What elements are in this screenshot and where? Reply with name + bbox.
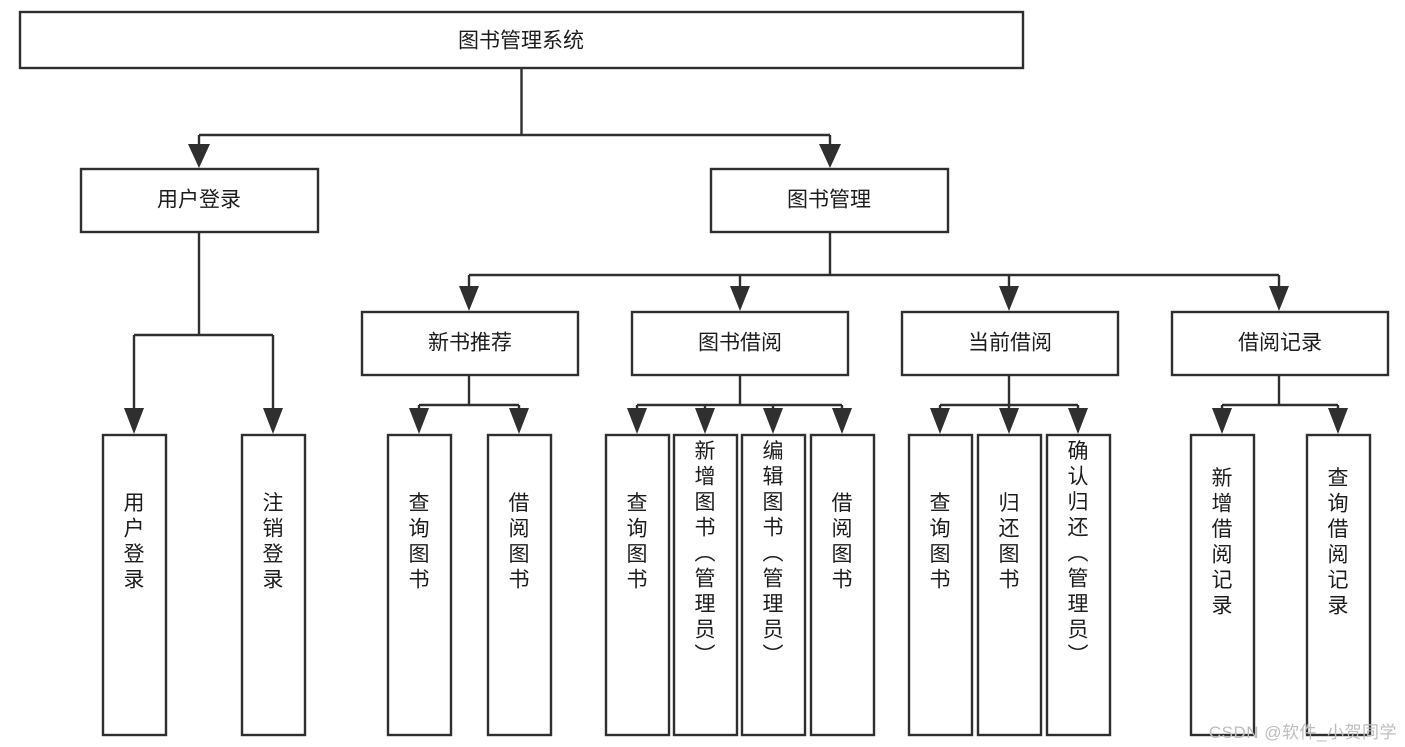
arrow-head-icon xyxy=(409,408,429,434)
node-label-leaf: 注销登录 xyxy=(263,492,284,592)
node-label-leaf: 编辑图书︵管理员︶ xyxy=(763,440,784,667)
connector-group-borrowrecord xyxy=(1212,375,1348,434)
node-leaf-borrow-record-2[interactable]: 查询借阅记录 xyxy=(1305,433,1372,737)
connector-group-userlogin xyxy=(124,232,283,434)
node-label-user-login: 用户登录 xyxy=(157,189,241,212)
node-label-book-borrow: 图书借阅 xyxy=(698,332,782,355)
node-box-leaf[interactable] xyxy=(1305,433,1372,737)
node-box-leaf[interactable] xyxy=(809,433,876,737)
node-box-leaf[interactable] xyxy=(907,433,974,737)
node-label-leaf: 新增借阅记录 xyxy=(1212,467,1233,618)
node-borrow-record[interactable]: 借阅记录 xyxy=(1170,310,1390,377)
node-label-root: 图书管理系统 xyxy=(458,30,584,53)
node-box-borrow-record[interactable] xyxy=(1170,310,1390,377)
node-box-leaf[interactable] xyxy=(1189,433,1256,737)
node-box-book-borrow[interactable] xyxy=(630,310,850,377)
arrow-head-icon xyxy=(188,144,210,168)
node-box-leaf[interactable] xyxy=(386,433,453,737)
node-label-book-management: 图书管理 xyxy=(787,189,871,212)
node-book-management[interactable]: 图书管理 xyxy=(709,167,950,234)
node-label-leaf: 查询图书 xyxy=(627,492,648,592)
arrow-head-icon xyxy=(509,408,529,434)
node-leaf-new-book-1[interactable]: 查询图书 xyxy=(386,433,453,737)
connector-group-bookmgmt xyxy=(459,232,1289,311)
connector-group-root xyxy=(188,68,841,168)
node-box-current-borrow[interactable] xyxy=(900,310,1120,377)
node-label-new-book-recommend: 新书推荐 xyxy=(428,332,512,355)
arrow-head-icon xyxy=(1212,408,1232,434)
node-label-leaf: 借阅图书 xyxy=(509,492,530,592)
node-leaf-book-borrow-2[interactable]: 新增图书︵管理员︶ xyxy=(672,433,739,737)
node-box-leaf[interactable] xyxy=(976,433,1043,737)
node-leaf-current-borrow-1[interactable]: 查询图书 xyxy=(907,433,974,737)
node-box-leaf[interactable] xyxy=(604,433,671,737)
node-current-borrow[interactable]: 当前借阅 xyxy=(900,310,1120,377)
node-box-book-management[interactable] xyxy=(709,167,950,234)
node-box-leaf[interactable] xyxy=(1045,433,1112,737)
node-new-book-recommend[interactable]: 新书推荐 xyxy=(360,310,580,377)
arrow-head-icon xyxy=(124,408,144,434)
arrow-head-icon xyxy=(730,286,750,311)
connector-group-currentborrow xyxy=(930,375,1088,434)
arrow-head-icon xyxy=(627,408,647,434)
arrow-head-icon xyxy=(819,144,841,168)
node-book-borrow[interactable]: 图书借阅 xyxy=(630,310,850,377)
node-label-leaf: 借阅图书 xyxy=(832,492,853,592)
arrow-head-icon xyxy=(999,286,1019,311)
node-box-user-login[interactable] xyxy=(79,167,320,234)
connector-group-bookborrow xyxy=(627,375,852,434)
node-root-system[interactable]: 图书管理系统 xyxy=(18,10,1025,70)
arrow-head-icon xyxy=(1328,408,1348,434)
node-label-leaf: 用户登录 xyxy=(124,492,145,592)
node-label-leaf: 归还图书 xyxy=(999,492,1020,592)
csdn-watermark: CSDN @软件_小贺同学 xyxy=(1208,723,1397,742)
arrow-head-icon xyxy=(999,408,1019,434)
node-box-root[interactable] xyxy=(18,10,1025,70)
node-label-leaf: 确认归还︵管理员︶ xyxy=(1068,440,1089,667)
arrow-head-icon xyxy=(763,408,783,434)
node-leaf-current-borrow-3[interactable]: 确认归还︵管理员︶ xyxy=(1045,433,1112,737)
node-box-leaf[interactable] xyxy=(486,433,553,737)
node-leaf-new-book-2[interactable]: 借阅图书 xyxy=(486,433,553,737)
node-user-login[interactable]: 用户登录 xyxy=(79,167,320,234)
arrow-head-icon xyxy=(459,286,479,311)
node-box-leaf[interactable] xyxy=(672,433,739,737)
node-leaf-borrow-record-1[interactable]: 新增借阅记录 xyxy=(1189,433,1256,737)
connector-group-newbook xyxy=(409,375,529,434)
node-leaf-current-borrow-2[interactable]: 归还图书 xyxy=(976,433,1043,737)
node-box-leaf[interactable] xyxy=(740,433,807,737)
node-label-leaf: 查询图书 xyxy=(409,492,430,592)
node-label-leaf: 新增图书︵管理员︶ xyxy=(695,440,716,667)
arrow-head-icon xyxy=(263,408,283,434)
arrow-head-icon xyxy=(695,408,715,434)
arrow-head-icon xyxy=(832,408,852,434)
node-leaf-book-borrow-3[interactable]: 编辑图书︵管理员︶ xyxy=(740,433,807,737)
arrow-head-icon xyxy=(1068,408,1088,434)
arrow-head-icon xyxy=(930,408,950,434)
node-leaf-book-borrow-4[interactable]: 借阅图书 xyxy=(809,433,876,737)
node-box-leaf[interactable] xyxy=(101,433,168,737)
node-label-leaf: 查询图书 xyxy=(930,492,951,592)
node-label-borrow-record: 借阅记录 xyxy=(1238,332,1322,355)
node-leaf-user-login-2[interactable]: 注销登录 xyxy=(240,433,307,737)
node-box-leaf[interactable] xyxy=(240,433,307,737)
arrow-head-icon xyxy=(1269,286,1289,311)
node-label-current-borrow: 当前借阅 xyxy=(968,332,1052,355)
node-leaf-book-borrow-1[interactable]: 查询图书 xyxy=(604,433,671,737)
node-label-leaf: 查询借阅记录 xyxy=(1328,467,1349,618)
node-box-new-book-recommend[interactable] xyxy=(360,310,580,377)
node-leaf-user-login-1[interactable]: 用户登录 xyxy=(101,433,168,737)
